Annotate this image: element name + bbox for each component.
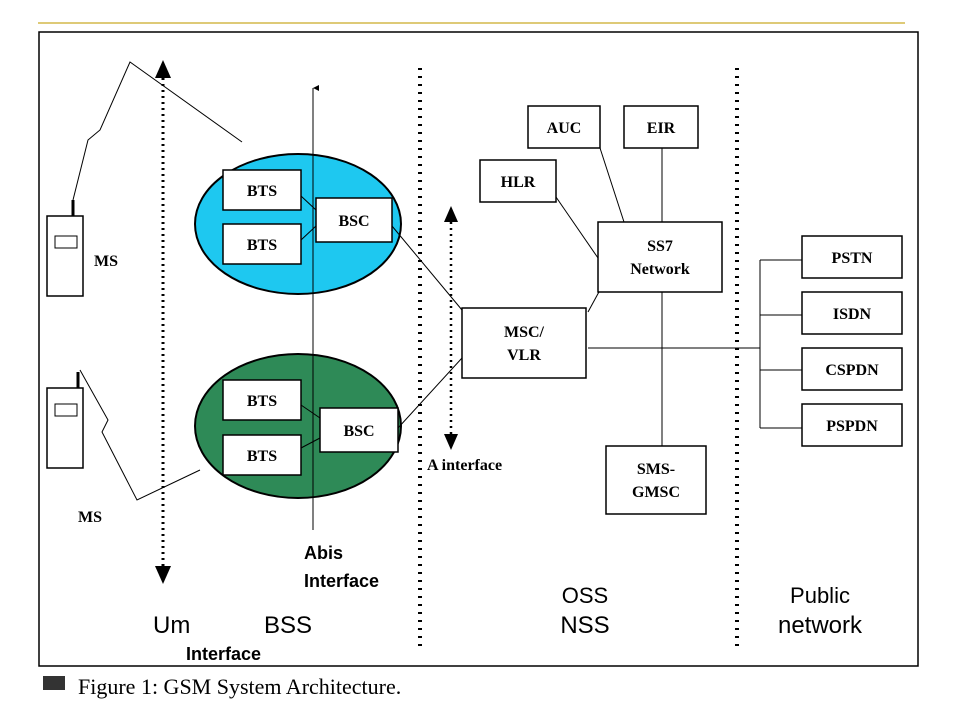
nss-label: NSS [560, 612, 609, 639]
pstn-label: PSTN [832, 250, 873, 267]
ss7-label-line2: Network [630, 261, 690, 278]
eir-label: EIR [647, 120, 676, 137]
radio-link-lower [79, 369, 201, 501]
sms-label-line1: SMS- [637, 461, 675, 478]
caption-marker [43, 676, 65, 690]
bsc-upper-label: BSC [338, 213, 369, 230]
um-interface-label: Interface [186, 644, 261, 664]
figure-caption: Figure 1: GSM System Architecture. [78, 674, 401, 699]
isdn-node: ISDN [801, 291, 903, 335]
bsc-lower-msc-link [397, 357, 463, 429]
public-label-line2: network [778, 612, 863, 639]
pspdn-node: PSPDN [801, 403, 903, 447]
a-interface-label: A interface [427, 457, 502, 474]
isdn-label: ISDN [833, 306, 872, 323]
sms-label-line2: GMSC [632, 484, 680, 501]
bss-label: BSS [264, 612, 312, 639]
um-label: Um [153, 612, 190, 639]
abis-label-line2: Interface [304, 571, 379, 591]
mobile-station-upper-icon [46, 200, 84, 297]
bts-upper-2-label: BTS [247, 237, 277, 254]
hlr-node: HLR [479, 159, 557, 203]
sms-gmsc-node: SMS- GMSC [605, 445, 707, 515]
auc-node: AUC [527, 105, 601, 149]
auc-label: AUC [547, 120, 582, 137]
um-interface-arrow [155, 60, 171, 584]
msc-vlr-node: MSC/ VLR [461, 307, 587, 379]
bts-lower-2: BTS [222, 434, 302, 476]
msc-label-line1: MSC/ [504, 324, 545, 341]
cspdn-label: CSPDN [825, 362, 879, 379]
abis-label-line1: Abis [304, 543, 343, 563]
bts-lower-1: BTS [222, 379, 302, 421]
hlr-label: HLR [501, 174, 536, 191]
nss-links [555, 147, 802, 446]
pstn-node: PSTN [801, 235, 903, 279]
radio-link-upper [72, 61, 243, 201]
bts-upper-1: BTS [222, 169, 302, 211]
ss7-label-line1: SS7 [647, 238, 673, 255]
eir-node: EIR [623, 105, 699, 149]
bts-upper-1-label: BTS [247, 183, 277, 200]
bsc-lower: BSC [319, 407, 399, 453]
bts-lower-1-label: BTS [247, 393, 277, 410]
cspdn-node: CSPDN [801, 347, 903, 391]
bts-upper-2: BTS [222, 223, 302, 265]
bsc-upper: BSC [315, 197, 393, 243]
bsc-upper-msc-link [391, 225, 463, 311]
public-label-line1: Public [790, 583, 850, 608]
mobile-station-lower-icon [46, 372, 84, 469]
msc-label-line2: VLR [507, 347, 541, 364]
ss7-network-node: SS7 Network [597, 221, 723, 293]
oss-label: OSS [562, 583, 608, 608]
ms-upper-label: MS [94, 253, 118, 270]
ms-lower-label: MS [78, 509, 102, 526]
bts-lower-2-label: BTS [247, 448, 277, 465]
bsc-lower-label: BSC [343, 423, 374, 440]
a-interface-arrow [444, 206, 458, 450]
pspdn-label: PSPDN [826, 418, 878, 435]
